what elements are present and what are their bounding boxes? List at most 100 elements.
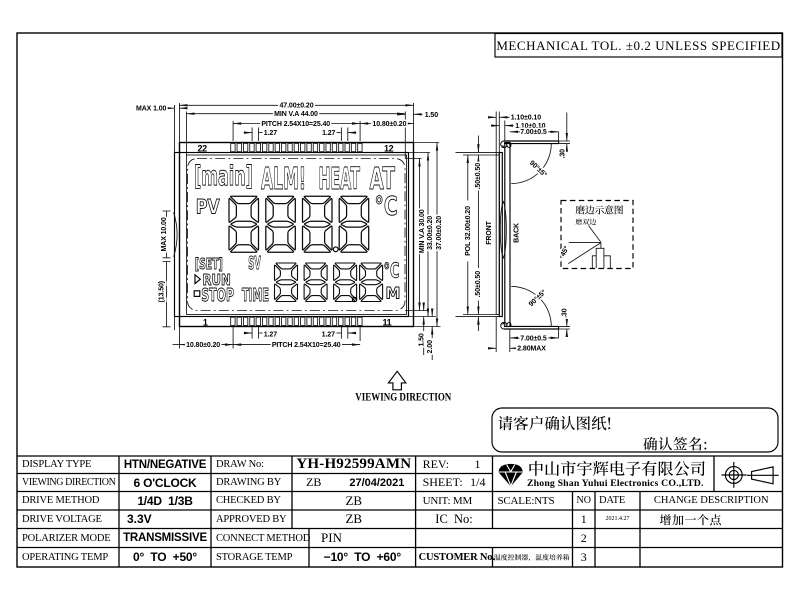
dim-side-ang-top: 90°±5° [528,159,549,179]
pin-number-11: 11 [383,318,392,328]
grind-detail-box: 45° [557,199,634,270]
rev-value: 1 [474,457,481,472]
dim-va-h: MIN V.A 30.00 [419,209,426,253]
viewing-direction-row-label: VIEWING DIRECTION [22,477,116,488]
tolerance-note-box: MECHANICAL TOL. ±0.2 UNLESS SPECIFIED [494,32,783,58]
pv-decimal-point [332,246,339,253]
polarizer-mode-label: POLARIZER MODE [22,532,111,544]
dim-max10: MAX 10.00 [161,217,168,251]
grind-box-border [560,199,634,270]
bottom-pin-pads [230,316,363,326]
revision-1-no: 1 [580,511,587,526]
lcd-sv-label: SV [248,254,261,274]
revision-1-date: 2021.4.27 [605,516,630,523]
front-view-dim-labels: MAX 1.00 47.00±0.20 MIN V.A 44.00 PITCH … [134,101,444,355]
side-bottom-pin [500,321,560,330]
storage-temp-value: −10° TO +60° [323,550,401,564]
date-column-label: DATE [599,495,626,507]
scale-label: SCALE:NTS [497,494,555,507]
confirm-line2 [643,436,707,451]
dim-glass-w: 47.00±0.20 [280,103,314,110]
draw-no-label: DRAW No: [216,459,264,471]
operating-temp-value: 0° TO +50° [132,550,197,564]
dim-side-total: 2.80MAX [517,346,546,353]
pv-digits [228,195,370,253]
polarizer-outline [186,154,407,315]
dim-127d: 1.27 [322,331,335,338]
side-top-pin [500,140,560,149]
company-block [498,460,705,487]
dim-side-m50-bot: .50±0.50 [475,271,482,298]
customer-no-value [494,553,570,562]
lcd-pv-unit: °C [375,192,398,222]
pin-number-12: 12 [384,144,394,154]
dim-150-bot: 1.50 [419,333,426,346]
viewing-direction-arrow-icon [387,370,408,391]
dim-side-pin-top: 7.00±0.5 [520,129,547,136]
sheet-label: SHEET: [422,475,463,489]
tolerance-note: MECHANICAL TOL. ±0.2 UNLESS SPECIFIED [496,38,780,53]
checked-by-label: CHECKED BY [216,495,281,507]
lcd-annunciators: [main] ALM! HEAT AT PV °C [SET] SV RUN S… [194,161,401,307]
revision-2-no: 2 [580,530,587,545]
lcd-stop-label: STOP [201,286,234,306]
projection-cone-icon [751,466,774,485]
lcd-time-label: TIME [242,286,269,306]
drawing-by-value-row: ZB 27/04/2021 [292,474,416,492]
side-view [495,140,560,330]
company-logo [498,463,523,487]
storage-temp-label: STORAGE TEMP [216,551,293,563]
side-view-dimensions [455,111,570,352]
draw-no-value: YH-H92599AMN [296,456,412,473]
viewing-direction-value: 6 O'CLOCK [133,475,197,490]
sv-decimal-point [351,296,358,303]
side-front-glass [498,151,503,318]
pin-number-1: 1 [203,318,208,328]
lcd-main-label: [main] [194,161,253,192]
lcd-set-label: [SET] [195,255,223,273]
polarizer-mode-value: TRANSMISSIVE [123,532,207,544]
front-view: 22 12 1 11 [main] ALM! HEAT AT PV °C [SE… [173,141,415,328]
back-glass-outline [178,141,415,328]
dim-200-bot: 2.00 [427,340,434,353]
dim-1350: (13.50) [158,281,165,302]
dim-side-110a: 1.10±0.10 [511,115,541,122]
viewing-direction: VIEWING DIRECTION [355,370,452,403]
lcd-pv-label: PV [196,195,220,218]
decimal-points [332,246,358,303]
lcd-run-label: RUN [203,271,231,289]
dim-edge-top: 10.80±0.20 [372,121,406,128]
dim-pitch-bot: PITCH 2.54X10=25.40 [272,342,341,349]
dim-pitch-top: PITCH 2.54X10=25.40 [261,121,330,128]
unit-label: UNIT: MM [422,494,473,507]
dim-edge-bot: 10.80±0.20 [186,342,220,349]
dim-front-h: 33.00±0.20 [427,216,434,250]
front-view-dimensions [162,103,441,360]
projection-symbol [721,462,779,488]
drive-voltage-value: 3.3V [127,512,152,527]
approved-by-value: ZB [345,511,363,527]
display-type-label: DISPLAY TYPE [22,459,92,471]
sv-digits [273,262,384,303]
connect-method-value: PIN [321,530,342,545]
company-name-cn [529,460,705,476]
approved-by-label: APPROVED BY [216,513,287,525]
dim-side-110b: 1.10±0.10 [515,123,545,130]
lcd-at-label: AT [370,162,396,197]
drive-voltage-label: DRIVE VOLTAGE [22,513,102,525]
confirm-box [491,407,779,453]
dim-side-m50-top: .50±0.50 [475,163,482,190]
revision-1-desc [659,514,721,526]
sheet-frame [16,32,784,568]
dim-127c: 1.27 [264,331,277,338]
drawing-by-value: ZB [306,475,322,489]
dim-side-pol: POL 32.00±0.20 [465,206,472,256]
no-column-label: NO [576,495,591,507]
company-name-en: Zhong Shan Yuhui Electronics CO.,LTD. [527,478,704,489]
projection-crosshair [721,462,747,488]
dim-va-w: MIN V.A 44.00 [274,111,318,118]
dim-side-pin-bot: 7.00±0.5 [520,335,547,342]
viewing-direction-label: VIEWING DIRECTION [355,391,452,403]
